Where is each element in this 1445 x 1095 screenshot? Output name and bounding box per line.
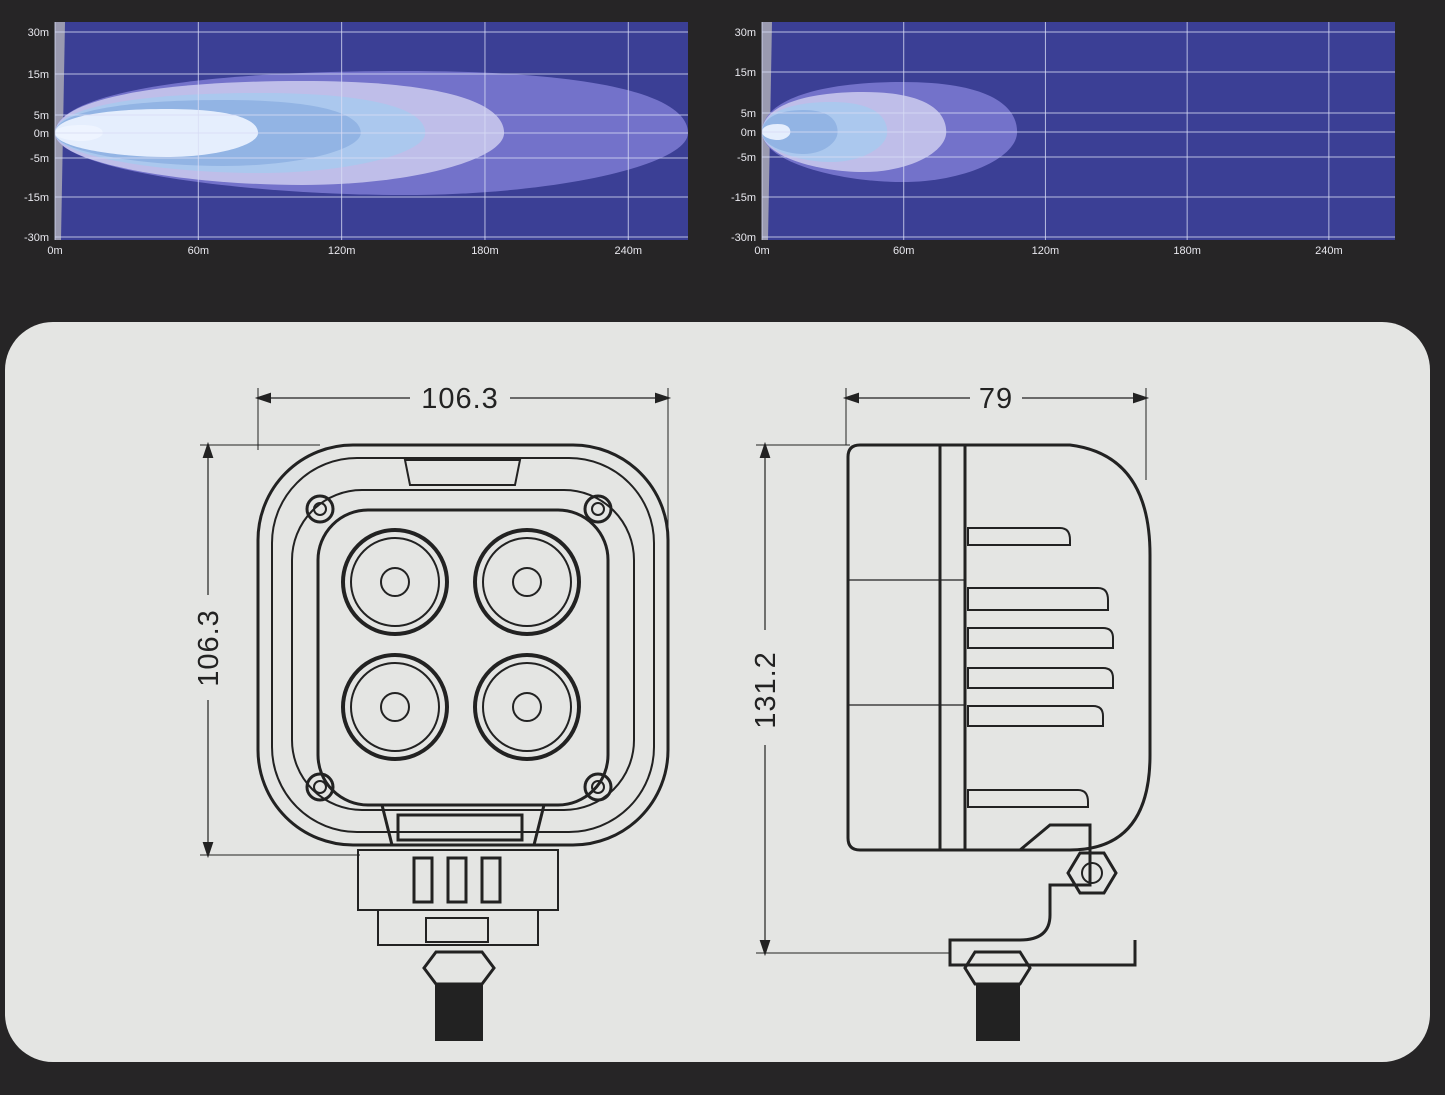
y-tick-label: -15m	[24, 192, 49, 204]
y-tick-label: 0m	[741, 127, 756, 139]
y-tick-label: 30m	[28, 27, 49, 39]
x-tick-label: 60m	[188, 245, 209, 257]
y-tick-label: -30m	[24, 232, 49, 244]
x-tick-label: 0m	[754, 245, 769, 257]
y-tick-label: -5m	[30, 153, 49, 165]
y-tick-label: -15m	[731, 192, 756, 204]
beam-chart-1: 0m 60m 120m 180m 240m 30m 15m 5m 0m -5m -15m -30m	[24, 22, 688, 257]
x-tick-label: 180m	[471, 245, 499, 257]
y-tick-label: 5m	[741, 108, 756, 120]
y-tick-label: 30m	[735, 27, 756, 39]
y-tick-label: 0m	[34, 128, 49, 140]
x-tick-label: 60m	[893, 245, 914, 257]
x-tick-label: 240m	[615, 245, 643, 257]
beam-chart-2: 0m 60m 120m 180m 240m 30m 15m 5m 0m -5m -15m -30m	[731, 22, 1395, 257]
dimension-drawing-panel	[5, 322, 1430, 1062]
y-tick-label: 15m	[735, 67, 756, 79]
y-tick-label: 5m	[34, 110, 49, 122]
x-tick-label: 180m	[1173, 245, 1201, 257]
x-tick-label: 120m	[1032, 245, 1060, 257]
y-tick-label: -30m	[731, 232, 756, 244]
y-tick-label: -5m	[737, 152, 756, 164]
x-tick-label: 0m	[47, 245, 62, 257]
x-tick-label: 120m	[328, 245, 356, 257]
x-tick-label: 240m	[1315, 245, 1343, 257]
y-tick-label: 15m	[28, 69, 49, 81]
